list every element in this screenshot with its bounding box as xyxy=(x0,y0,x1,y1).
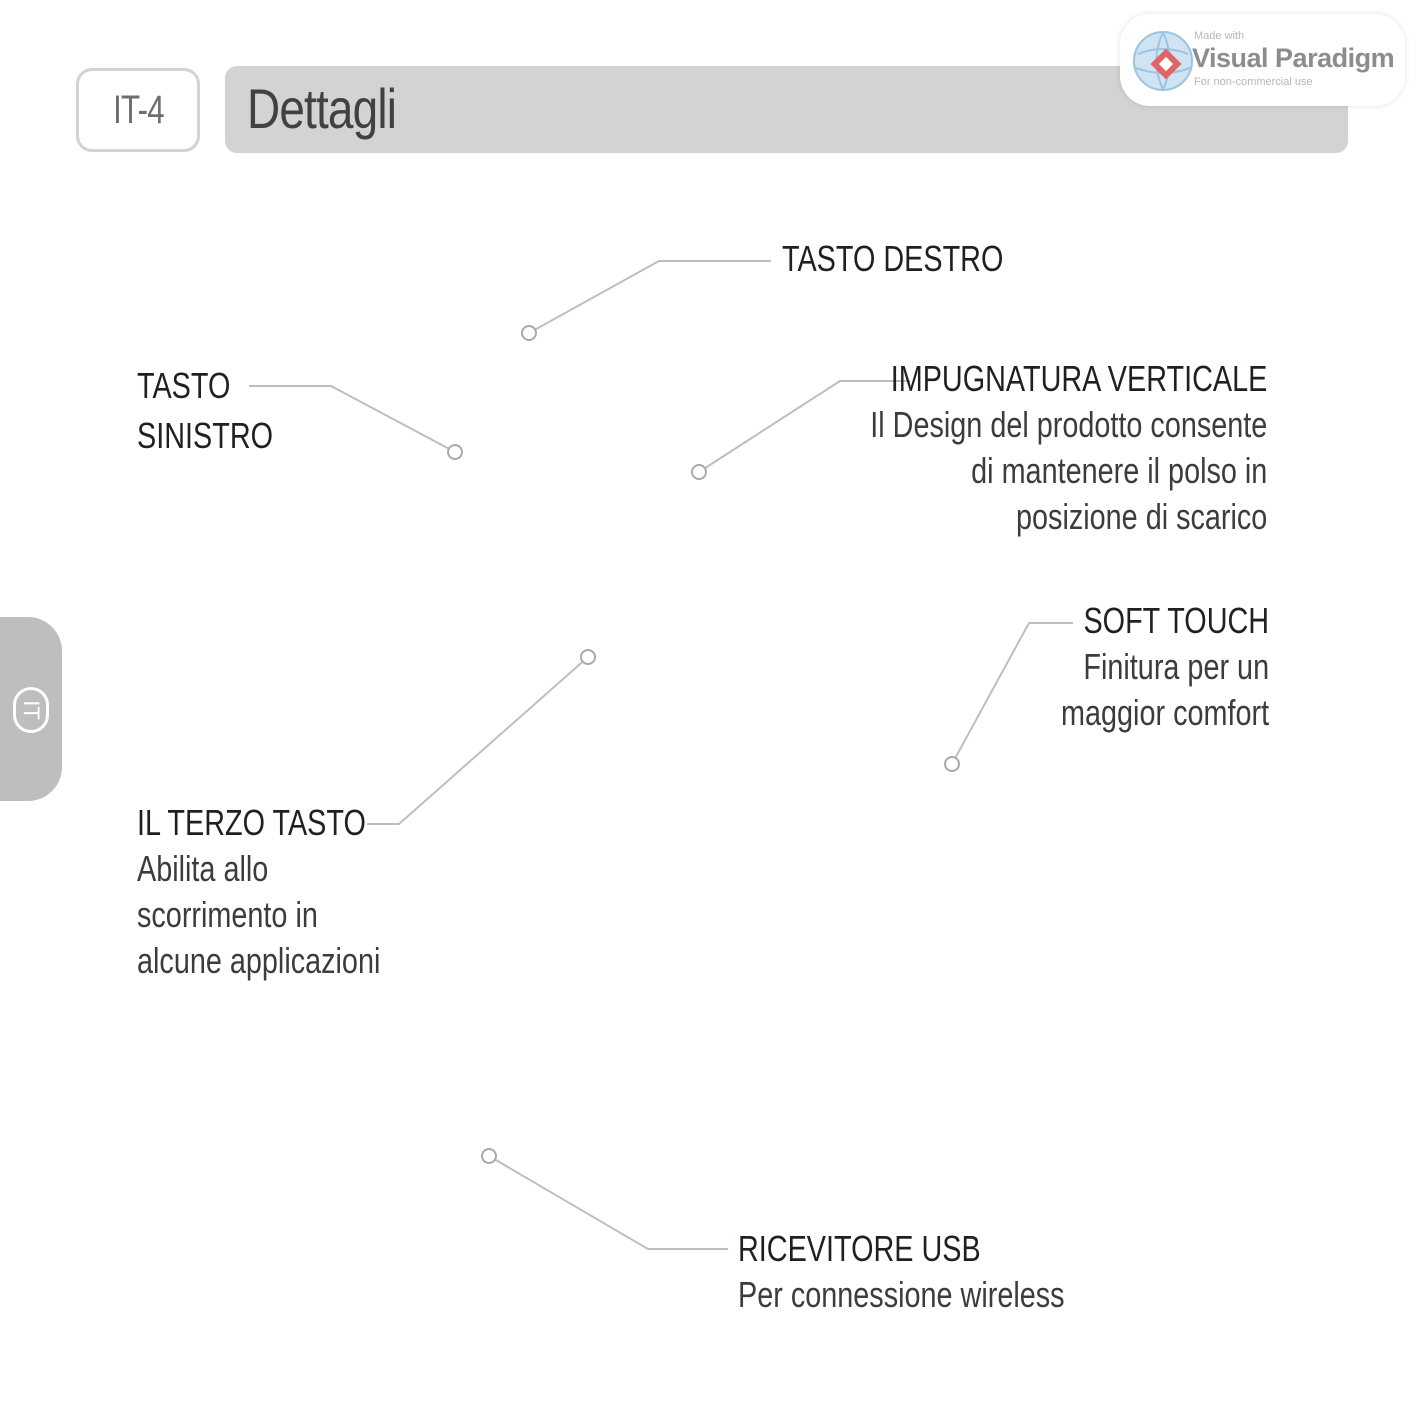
watermark-brand: Visual Paradigm xyxy=(1192,43,1395,73)
leader-line-ricevitore xyxy=(488,1155,728,1250)
callout-desc-line1: Il Design del prodotto consente xyxy=(869,404,1267,445)
callout-terzo-tasto: IL TERZO TASTO Abilita allo scorrimento … xyxy=(137,800,441,984)
anchor-point-terzo-tasto xyxy=(580,649,596,665)
callout-title: TASTO DESTRO xyxy=(782,238,1004,279)
page-title: Dettagli xyxy=(247,77,397,140)
callout-desc-line3: posizione di scarico xyxy=(1015,496,1267,537)
callout-title-line1: TASTO xyxy=(137,365,231,406)
anchor-point-soft-touch xyxy=(944,756,960,772)
watermark-made-with: Made with xyxy=(1194,30,1245,42)
leader-line-terzo-tasto xyxy=(367,656,589,825)
callout-desc-line2: maggior comfort xyxy=(1060,692,1269,733)
page-code-box: IT-4 xyxy=(76,68,200,152)
callout-title: RICEVITORE USB xyxy=(738,1228,981,1269)
page-code: IT-4 xyxy=(112,87,164,132)
callout-title-line2: SINISTRO xyxy=(137,415,274,456)
callout-tasto-destro: TASTO DESTRO xyxy=(782,236,1059,282)
callout-desc-line2: scorrimento in xyxy=(137,894,318,935)
callout-ricevitore-usb: RICEVITORE USB Per connessione wireless xyxy=(738,1226,1146,1318)
callout-desc-line1: Finitura per un xyxy=(1083,646,1269,687)
callout-desc-line1: Per connessione wireless xyxy=(738,1274,1065,1315)
watermark-note: For non-commercial use xyxy=(1194,76,1313,88)
globe-icon xyxy=(1133,31,1193,91)
language-badge: IT xyxy=(13,687,49,733)
callout-title: IMPUGNATURA VERTICALE xyxy=(890,358,1267,399)
leader-line-impugnatura xyxy=(698,380,910,473)
callout-impugnatura: IMPUGNATURA VERTICALE Il Design del prod… xyxy=(771,356,1267,540)
leader-line-tasto-destro xyxy=(528,260,771,334)
callout-desc-line2: di mantenere il polso in xyxy=(970,450,1267,491)
anchor-point-tasto-destro xyxy=(521,325,537,341)
leader-line-tasto-sinistro xyxy=(249,385,456,453)
callout-title: SOFT TOUCH xyxy=(1083,600,1269,641)
anchor-point-tasto-sinistro xyxy=(447,444,463,460)
leader-line-soft-touch xyxy=(951,622,1073,765)
anchor-point-ricevitore xyxy=(481,1148,497,1164)
watermark-badge: Made with Visual Paradigm For non-commer… xyxy=(1120,14,1405,106)
callout-desc-line3: alcune applicazioni xyxy=(137,940,381,981)
callout-title: IL TERZO TASTO xyxy=(137,802,366,843)
callout-tasto-sinistro: TASTO SINISTRO xyxy=(137,361,307,461)
language-side-tab xyxy=(0,617,62,801)
callout-soft-touch: SOFT TOUCH Finitura per un maggior comfo… xyxy=(1009,598,1269,736)
anchor-point-impugnatura xyxy=(691,464,707,480)
callout-desc-line1: Abilita allo xyxy=(137,848,269,889)
